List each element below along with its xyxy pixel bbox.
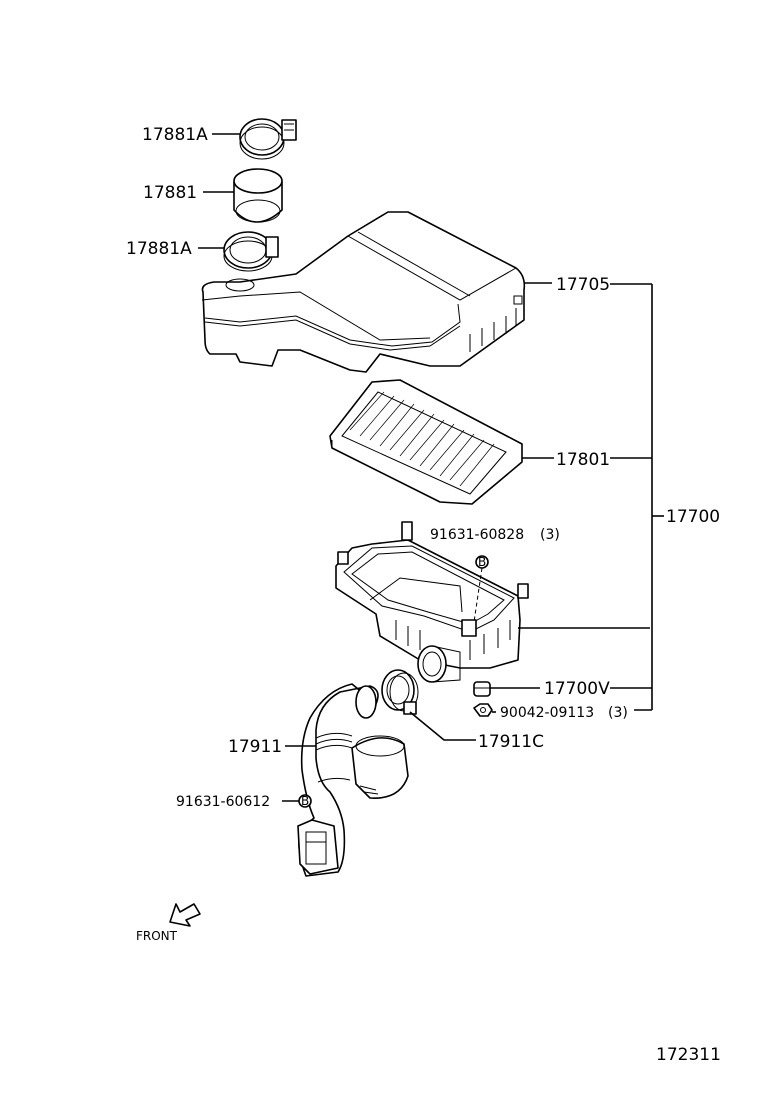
- front-direction-arrow-icon: [169, 903, 201, 927]
- label-hose: 17881: [143, 183, 197, 203]
- label-clamp-top: 17881A: [142, 125, 208, 145]
- front-label: FRONT: [136, 929, 178, 943]
- grommet-part[interactable]: [473, 681, 491, 697]
- nut-part[interactable]: [473, 703, 493, 717]
- clamp-bottom-part[interactable]: [223, 231, 279, 272]
- label-clamp-bottom: 17881A: [126, 239, 192, 259]
- figure-number: 172311: [656, 1045, 721, 1065]
- label-element: 17801: [556, 450, 610, 470]
- filter-element-part[interactable]: [329, 379, 523, 505]
- svg-text:B: B: [301, 794, 309, 808]
- label-inlet-duct: 17911: [228, 737, 282, 757]
- cleaner-case-part[interactable]: [335, 521, 529, 683]
- label-bolt-lower: 91631-60612: [176, 794, 270, 810]
- label-inlet-clamp: 17911C: [478, 732, 544, 752]
- label-nut-qty: (3): [608, 705, 628, 721]
- clamp-top-part[interactable]: [239, 118, 297, 160]
- leader-inlet-clamp: [409, 711, 476, 741]
- filter-element-pleats: [349, 391, 495, 487]
- svg-text:B: B: [478, 555, 486, 569]
- inlet-duct-part[interactable]: [297, 683, 409, 877]
- assembly-bracket: [610, 283, 664, 711]
- label-bolt-upper: 91631-60828: [430, 527, 524, 543]
- inlet-clamp-part[interactable]: [381, 669, 419, 715]
- cleaner-cap-part[interactable]: [201, 211, 526, 373]
- hose-part[interactable]: [233, 168, 283, 223]
- label-cap: 17705: [556, 275, 610, 295]
- label-case: 17700V: [544, 679, 610, 699]
- bolt-lower-marker[interactable]: B: [298, 794, 312, 808]
- leader-bolt-upper: [473, 567, 483, 623]
- label-assembly: 17700: [666, 507, 720, 527]
- label-nut: 90042-09113: [500, 705, 594, 721]
- bolt-upper-marker[interactable]: B: [475, 555, 489, 569]
- label-bolt-upper-qty: (3): [540, 527, 560, 543]
